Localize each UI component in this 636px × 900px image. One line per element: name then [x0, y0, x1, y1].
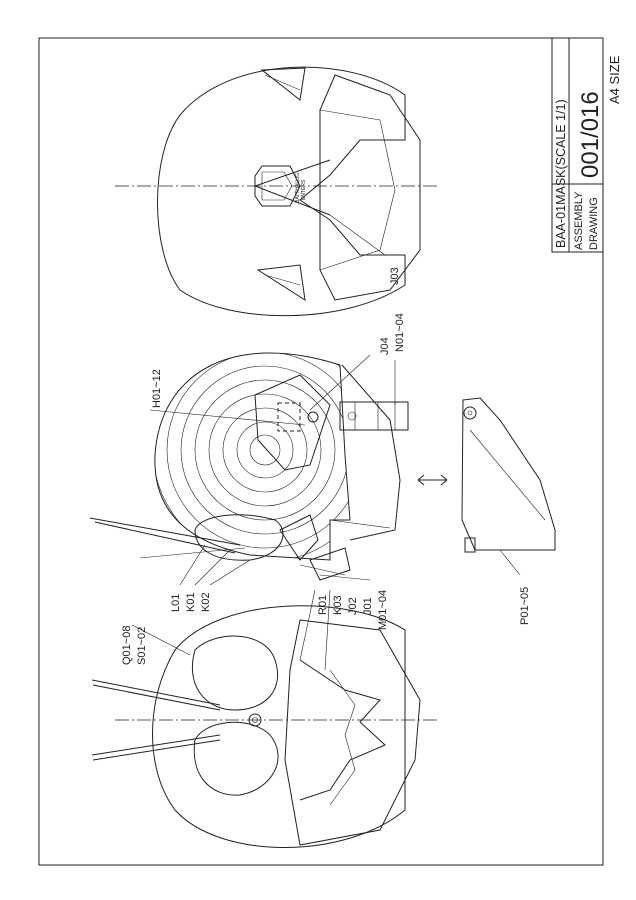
callout-q01-08: Q01~08 — [121, 626, 133, 665]
sheet-number: 001/016 — [577, 91, 604, 178]
paper-size: A4 SIZE — [607, 55, 622, 104]
callout-k03: K03 — [332, 595, 344, 615]
callout-n01-04: N01~04 — [394, 313, 406, 352]
callout-k02: K02 — [200, 592, 212, 612]
callout-l01: L01 — [170, 594, 182, 612]
emblem-text-2: ENTERS — [301, 179, 307, 200]
rear-view: BATTHALLIG ENTERS — [115, 66, 440, 317]
callout-k01: K01 — [185, 592, 197, 612]
callout-s01-02: S01~02 — [136, 627, 148, 665]
emblem-text-1: BATTHALLIG — [295, 173, 301, 203]
emblem: BATTHALLIG ENTERS — [254, 165, 307, 207]
sheet-border — [38, 37, 604, 866]
callout-j03: J03 — [389, 267, 401, 285]
callout-m01-04: M01~04 — [377, 590, 389, 630]
drawing-type-drawing: DRAWING — [588, 197, 600, 250]
callout-h01-12: H01~12 — [151, 369, 163, 408]
drawing-name: BAA-01MASK(SCALE 1/1) — [554, 99, 568, 248]
callouts: J03 J04 N01~04 H01~12 L01 K01 K02 Q01~08… — [121, 214, 531, 671]
callout-r01: R01 — [317, 595, 329, 615]
front-view — [91, 605, 440, 848]
callout-j04: J04 — [379, 337, 391, 355]
callout-p01-05: P01~05 — [519, 587, 531, 625]
title-block: BAA-01MASK(SCALE 1/1) ASSEMBLY DRAWING 0… — [551, 37, 622, 253]
callout-j02: J02 — [347, 597, 359, 615]
drawing-type-assembly: ASSEMBLY — [573, 191, 585, 250]
callout-j01: J01 — [362, 597, 374, 615]
